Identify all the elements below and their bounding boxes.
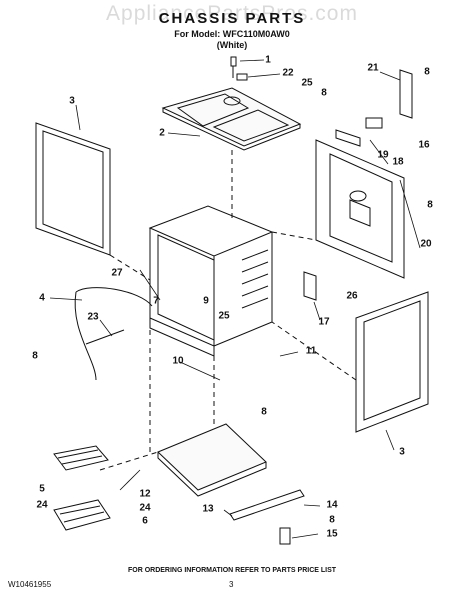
callout-8: 8 [32,350,38,362]
document-number: W10461955 [8,580,52,589]
callout-11: 11 [305,345,317,357]
right-side-panel [355,291,429,433]
callout-25: 25 [218,310,230,322]
bracket-part-21 [399,69,413,119]
callout-24: 24 [139,502,151,514]
oven-cavity [148,205,274,357]
callout-27: 27 [111,267,123,279]
page-number: 3 [229,580,234,589]
broil-element [53,445,109,471]
bracket-part-17 [303,271,317,301]
callout-25: 25 [301,77,313,89]
callout-26: 26 [346,290,358,302]
igniter-bracket [229,489,305,521]
callout-20: 20 [420,238,432,250]
callout-21: 21 [367,62,379,74]
watermark: AppliancePartsPros.com [106,2,358,25]
callout-19: 19 [377,149,389,161]
callout-3: 3 [399,446,405,458]
rear-panel [315,139,405,279]
callout-18: 18 [392,156,404,168]
ordering-info: FOR ORDERING INFORMATION REFER TO PARTS … [127,567,337,574]
callout-12: 12 [139,488,151,500]
callout-23: 23 [87,311,99,323]
callout-4: 4 [39,292,45,304]
callout-15: 15 [326,528,338,540]
callout-6: 6 [142,515,148,527]
callout-8: 8 [424,66,430,78]
bracket-part-22 [236,73,248,81]
bake-element [53,499,111,531]
callout-2: 2 [159,127,165,139]
callout-8: 8 [329,514,335,526]
left-side-panel [35,122,111,256]
assembly-lines [99,150,357,471]
callout-17: 17 [318,316,330,328]
page-title: CHASSIS PARTS [158,10,306,27]
callout-8: 8 [321,87,327,99]
callout-1: 1 [265,54,271,66]
callout-8: 8 [261,406,267,418]
screw-part-1 [230,56,237,78]
cooktop-panel [161,87,302,151]
leader-lines [49,59,421,539]
oven-bottom-pan [157,423,267,497]
callout-10: 10 [172,355,184,367]
model-number: For Model: WFC110M0AW0 [174,29,290,39]
callout-8: 8 [427,199,433,211]
callout-13: 13 [202,503,214,515]
part-15 [279,527,291,545]
callout-24: 24 [36,499,48,511]
model-color: (White) [216,40,248,50]
callout-16: 16 [418,139,430,151]
terminal-block [335,117,383,147]
callout-22: 22 [282,67,294,79]
callout-5: 5 [39,483,45,495]
callout-3: 3 [69,95,75,107]
callout-14: 14 [326,499,338,511]
callout-9: 9 [203,295,209,307]
wire-harness [74,287,153,381]
callout-7: 7 [153,295,159,307]
